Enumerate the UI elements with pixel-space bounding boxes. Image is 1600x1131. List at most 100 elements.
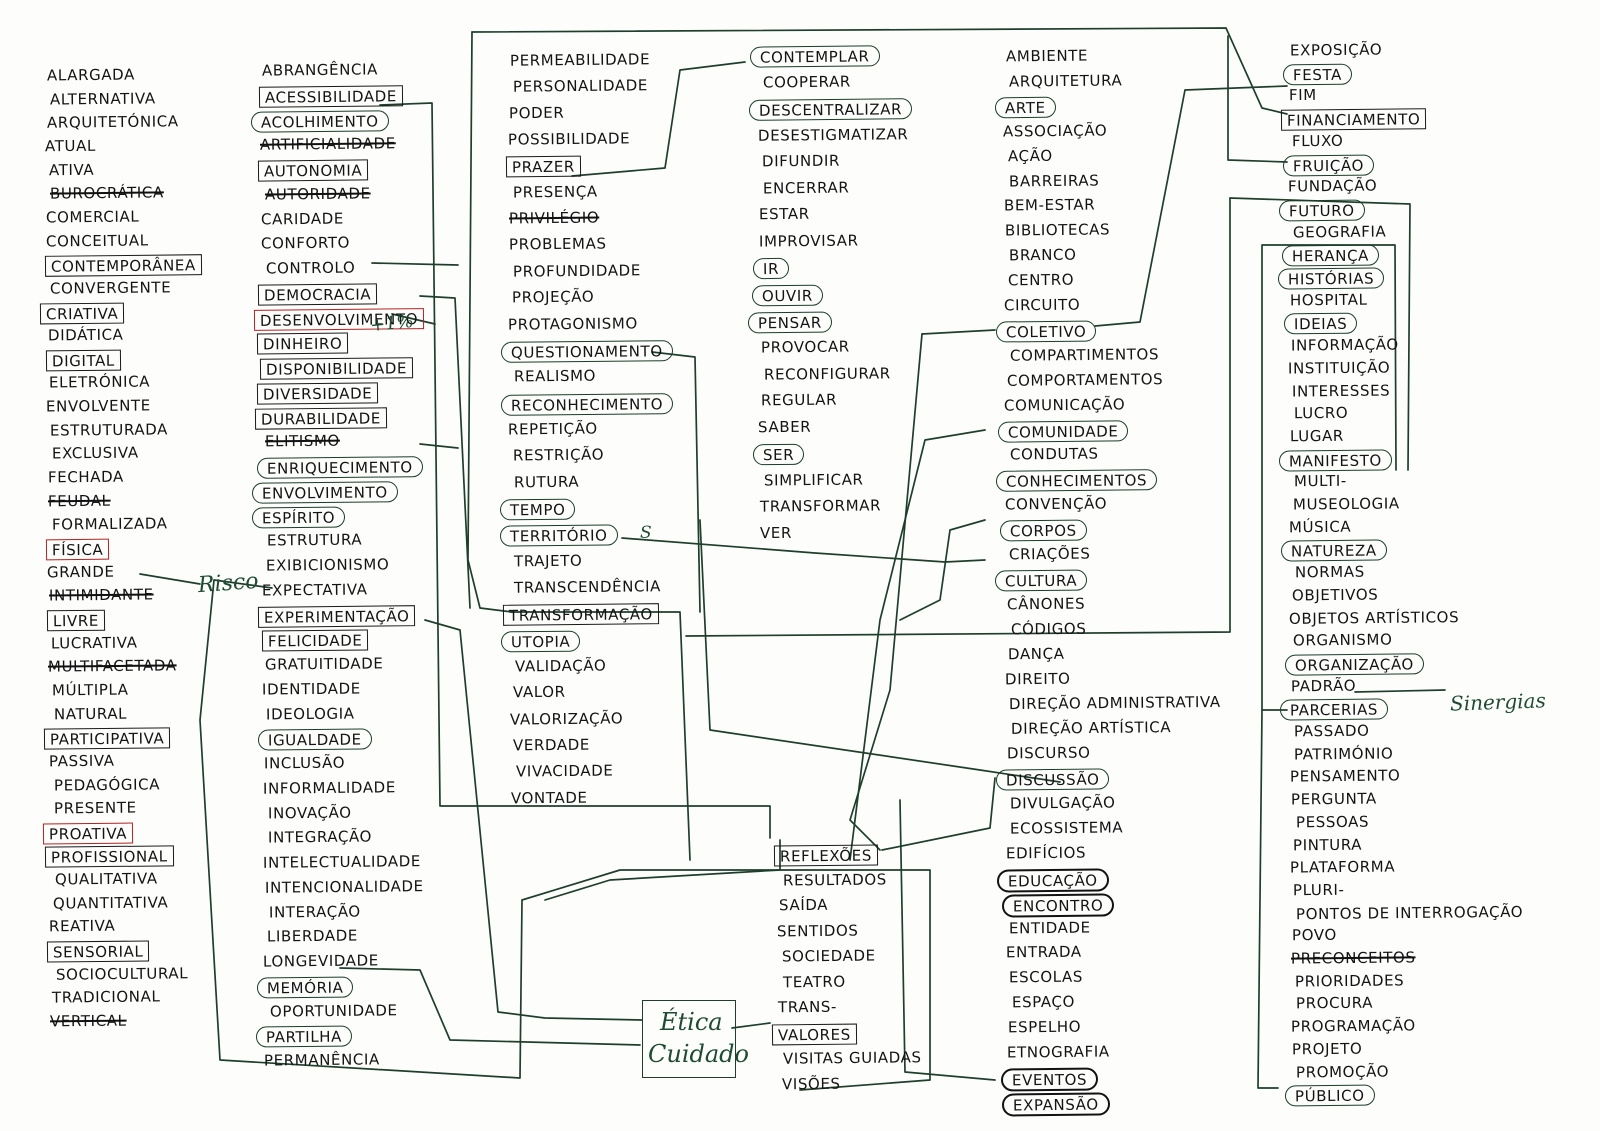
word-nouns-e-12: IDEIAS (1283, 312, 1358, 335)
word-nouns-d-3: ASSOCIAÇÃO (1002, 121, 1108, 141)
word-nouns-b-7: PROBLEMAS (508, 234, 607, 254)
word-nouns-d-9: CENTRO (1007, 270, 1075, 290)
word-nouns-a-5: AUTORIDADE (264, 184, 371, 204)
word-nouns-e-29: PARCERIAS (1279, 698, 1389, 721)
word-verbs-10: PENSAR (747, 311, 832, 334)
word-verbs-15: SER (752, 443, 805, 466)
word-adjectives-31: PRESENTE (53, 798, 137, 818)
word-nouns-d-42: EXPANSÃO (1001, 1092, 1110, 1117)
word-adjectives-12: DIGITAL (45, 349, 121, 372)
word-nouns-a-23: FELICIDADE (261, 629, 369, 652)
word-nouns-c-1: RESULTADOS (782, 870, 887, 890)
word-adjectives-38: SOCIOCULTURAL (55, 964, 189, 984)
word-nouns-d-15: COMUNIDADE (997, 420, 1129, 443)
connector-line-30 (1354, 689, 1446, 693)
word-adjectives-16: EXCLUSIVA (51, 443, 139, 463)
word-nouns-b-27: VIVACIDADE (515, 761, 614, 781)
connector-line-26 (424, 619, 643, 1021)
word-nouns-b-0: PERMEABILIDADE (509, 50, 651, 70)
word-nouns-e-46: PÚBLICO (1284, 1084, 1375, 1107)
word-nouns-d-17: CONHECIMENTOS (995, 469, 1158, 492)
word-nouns-b-6: PRIVILÉGIO (508, 208, 600, 228)
word-nouns-d-38: ESPAÇO (1011, 992, 1076, 1012)
connector-line-9 (921, 329, 996, 335)
word-nouns-a-17: ENVOLVIMENTO (251, 481, 398, 504)
word-adjectives-9: CONVERGENTE (49, 278, 172, 298)
word-nouns-a-3: ARTIFICIALIDADE (259, 134, 396, 154)
word-adjectives-24: LUCRATIVA (50, 633, 138, 653)
word-nouns-d-27: DIREÇÃO ARTÍSTICA (1010, 718, 1172, 738)
word-nouns-e-15: INTERESSES (1291, 381, 1391, 401)
word-nouns-a-6: CARIDADE (260, 209, 345, 229)
word-nouns-a-19: ESTRUTURA (266, 530, 363, 550)
word-nouns-d-20: CRIAÇÕES (1008, 544, 1091, 564)
word-nouns-e-25: OBJETOS ARTÍSTICOS (1288, 608, 1460, 628)
word-nouns-d-30: DIVULGAÇÃO (1009, 793, 1116, 813)
word-nouns-a-1: ACESSIBILIDADE (258, 85, 403, 108)
word-adjectives-27: NATURAL (53, 704, 128, 724)
word-nouns-e-36: PLATAFORMA (1289, 857, 1396, 877)
word-nouns-b-26: VERDADE (512, 735, 591, 755)
word-nouns-e-16: LUCRO (1293, 403, 1349, 423)
word-nouns-a-22: EXPERIMENTAÇÃO (257, 605, 416, 628)
word-nouns-d-18: CONVENÇÃO (1004, 494, 1108, 514)
word-nouns-d-21: CULTURA (994, 569, 1088, 592)
annotation-s: S (640, 523, 652, 543)
word-nouns-b-12: REALISMO (513, 366, 597, 386)
word-nouns-e-23: NORMAS (1294, 562, 1365, 582)
connector-line-18 (419, 295, 471, 609)
word-nouns-b-16: RUTURA (513, 472, 580, 492)
word-verbs-8: IR (752, 257, 790, 280)
word-nouns-d-34: ENCONTRO (1001, 893, 1115, 918)
etica-cuidado-box (642, 1000, 736, 1078)
word-adjectives-7: CONCEITUAL (45, 231, 149, 251)
word-nouns-e-3: FINANCIAMENTO (1280, 108, 1427, 131)
word-nouns-e-31: PATRIMÓNIO (1293, 744, 1394, 764)
word-nouns-e-10: HISTÓRIAS (1277, 267, 1385, 290)
word-nouns-e-37: PLURI- (1292, 880, 1345, 900)
word-adjectives-28: PARTICIPATIVA (43, 727, 171, 750)
word-adjectives-6: COMERCIAL (45, 207, 140, 227)
word-nouns-b-21: TRANSFORMAÇÃO (502, 603, 659, 626)
word-nouns-e-38: PONTOS DE INTERROGAÇÃO (1295, 902, 1524, 924)
word-adjectives-26: MÚLTIPLA (51, 680, 129, 700)
connector-line-20 (419, 443, 459, 449)
word-adjectives-22: INTIMIDANTE (48, 585, 154, 605)
word-nouns-a-32: INTELECTUALIDADE (262, 852, 422, 872)
word-nouns-d-12: COMPARTIMENTOS (1009, 345, 1160, 365)
connector-line-25 (731, 1022, 771, 1029)
word-adjectives-20: FÍSICA (45, 538, 110, 561)
word-nouns-d-4: AÇÃO (1007, 146, 1053, 166)
word-nouns-e-17: LUGAR (1289, 426, 1344, 446)
word-nouns-d-6: BEM-ESTAR (1003, 195, 1096, 215)
word-nouns-a-30: INOVAÇÃO (267, 803, 352, 823)
word-verbs-16: SIMPLIFICAR (763, 470, 864, 490)
word-nouns-e-14: INSTITUIÇÃO (1287, 358, 1391, 378)
word-nouns-e-33: PERGUNTA (1290, 789, 1377, 809)
word-nouns-a-2: ACOLHIMENTO (250, 110, 389, 133)
word-nouns-d-40: ETNOGRAFIA (1006, 1042, 1110, 1062)
word-nouns-e-40: PRECONCEITOS (1290, 948, 1416, 968)
word-nouns-b-11: QUESTIONAMENTO (500, 340, 673, 363)
word-verbs-18: VER (759, 523, 793, 543)
connector-line-27 (139, 573, 201, 585)
word-nouns-e-27: ORGANIZAÇÃO (1284, 653, 1425, 676)
word-verbs-2: DESCENTRALIZAR (748, 98, 913, 121)
word-nouns-b-22: UTOPIA (500, 630, 581, 653)
word-nouns-b-4: PRAZER (505, 155, 582, 178)
word-nouns-b-15: RESTRIÇÃO (512, 445, 605, 465)
word-nouns-b-10: PROTAGONISMO (507, 314, 638, 334)
word-nouns-d-13: COMPORTAMENTOS (1006, 370, 1164, 390)
word-nouns-e-0: EXPOSIÇÃO (1289, 40, 1383, 60)
word-nouns-a-26: IDEOLOGIA (265, 704, 355, 724)
word-adjectives-2: ARQUITETÓNICA (46, 112, 179, 132)
word-adjectives-11: DIDÁTICA (47, 325, 124, 345)
word-adjectives-1: ALTERNATIVA (49, 89, 156, 109)
word-nouns-c-4: SOCIEDADE (781, 946, 876, 966)
word-nouns-b-5: PRESENÇA (512, 182, 598, 202)
word-nouns-d-5: BARREIRAS (1008, 171, 1100, 191)
word-nouns-e-41: PRIORIDADES (1294, 971, 1405, 991)
word-nouns-a-34: INTERAÇÃO (268, 902, 361, 922)
word-nouns-a-0: ABRANGÊNCIA (261, 60, 379, 80)
word-nouns-e-26: ORGANISMO (1292, 630, 1393, 650)
